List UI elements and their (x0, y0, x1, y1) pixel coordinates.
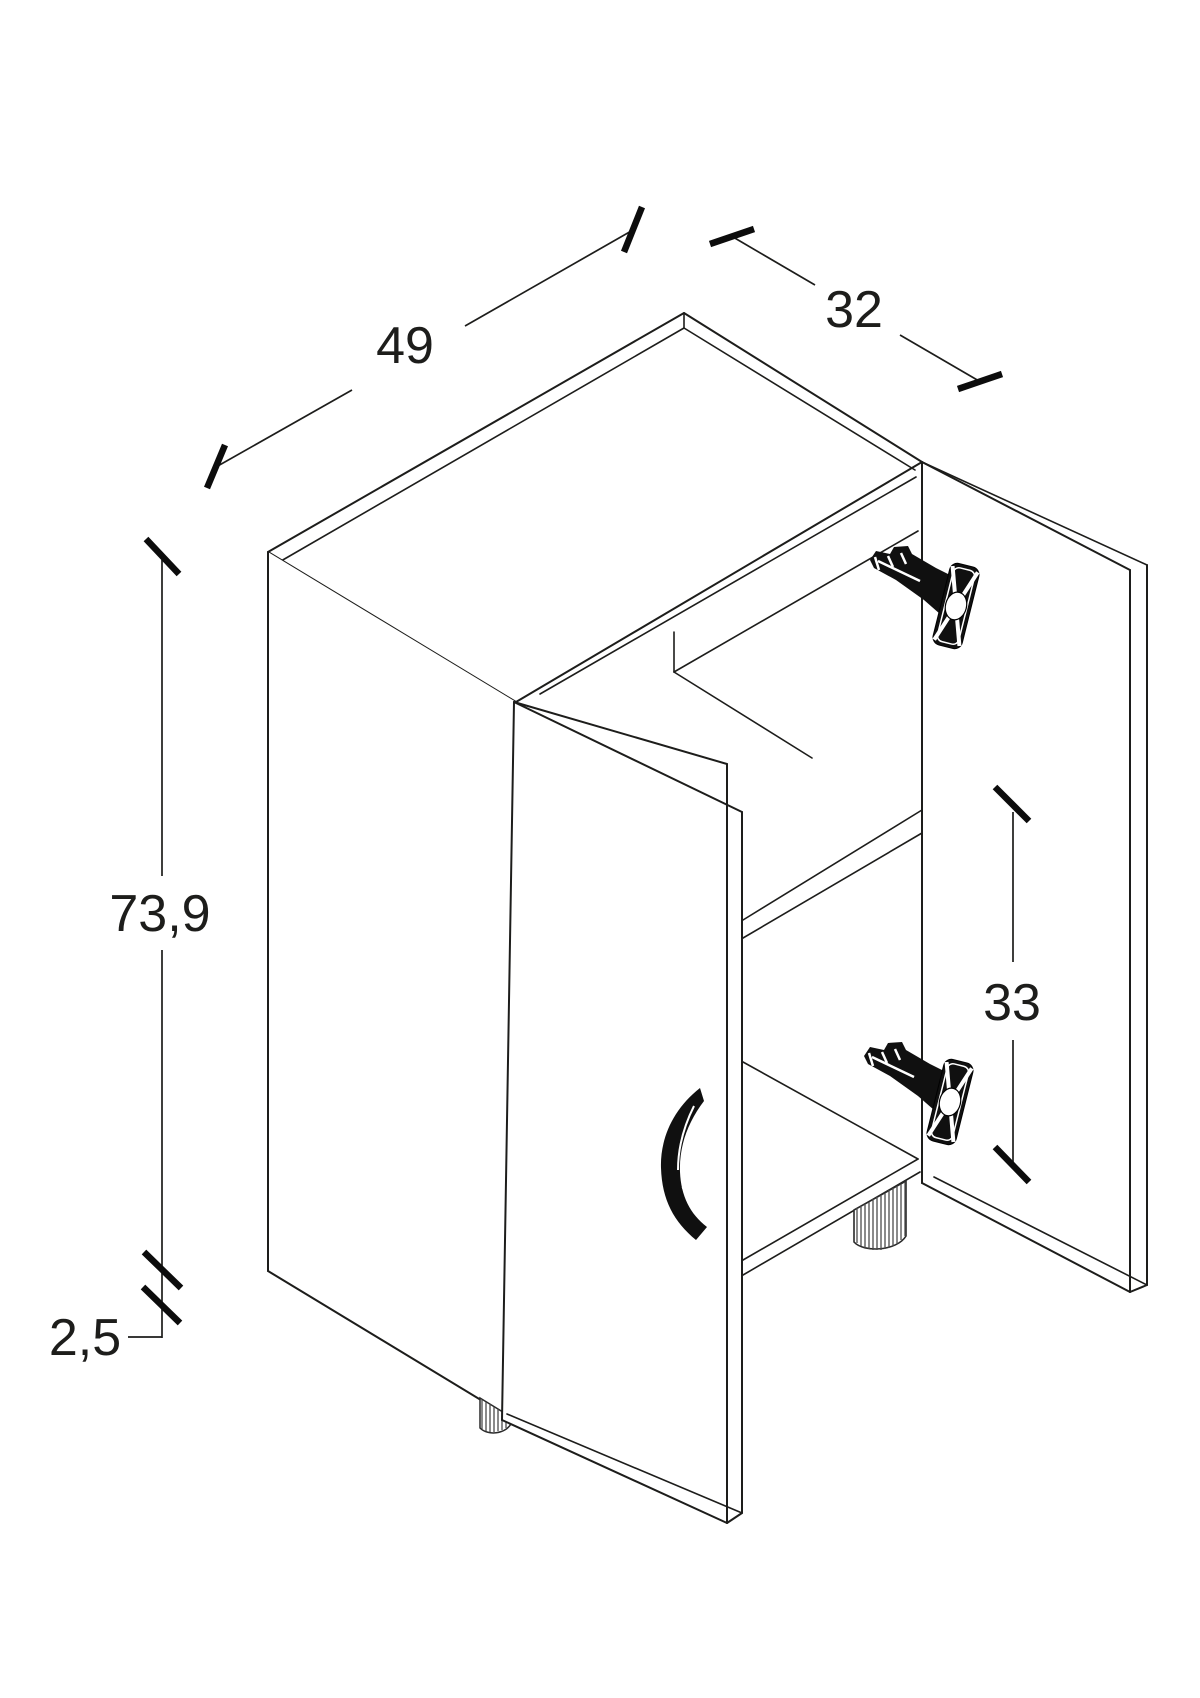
dimension-hinge-spacing-tick-bottom (992, 1144, 1032, 1185)
dimension-plinth-tick (140, 1284, 183, 1326)
dimension-height-tick-bottom (141, 1249, 184, 1291)
left-door-top-outer-edge (513, 701, 728, 765)
dimension-height-label: 73,9 (109, 885, 210, 943)
dimension-plinth-height: 2,5 (49, 1284, 183, 1367)
top-thickness-right (683, 327, 916, 471)
top-inner-front-edge (539, 476, 917, 695)
left-door-bottom-corner-edge (726, 1512, 743, 1524)
dimension-depth-tick-end (956, 370, 1004, 393)
dimension-hinge-spacing: 33 (983, 784, 1041, 1185)
top-thickness-left (280, 327, 685, 562)
door-handle (660, 1088, 707, 1240)
cabinet-drawing (267, 312, 1148, 1524)
cabinet-interior (673, 530, 923, 1276)
dimension-width-label: 49 (376, 317, 434, 375)
dimension-width-tick-start (204, 443, 228, 490)
middle-shelf-top-edge (742, 809, 923, 921)
dimension-hinge-spacing-tick-top (992, 784, 1032, 824)
top-back-right-edge (683, 312, 923, 463)
right-door-bottom-outer-edge (933, 1176, 1148, 1286)
middle-shelf-bottom-edge (742, 832, 923, 939)
bottom-panel-front-edge (742, 1158, 919, 1261)
dimension-width-tick-end (620, 205, 646, 254)
right-door-bottom-corner-edge (1129, 1284, 1148, 1293)
adjustable-foot-right (853, 1179, 907, 1250)
left-side-bottom-edge (267, 1270, 505, 1415)
left-door-hinge-edge (501, 701, 515, 1421)
dimensions: 49 32 73,9 2,5 33 (49, 205, 1041, 1367)
dimension-hinge-spacing-label: 33 (983, 974, 1041, 1032)
dimension-plinth-label: 2,5 (49, 1309, 121, 1367)
upper-shelf-side-edge (673, 671, 813, 759)
top-front-edge (515, 461, 923, 703)
dimension-depth-label: 32 (825, 281, 883, 339)
right-door-top-outer-edge (921, 461, 1148, 566)
right-door-bottom-inner-edge (921, 1182, 1131, 1293)
foot-right-thread-stripes (856, 1182, 906, 1250)
dimension-height: 73,9 (109, 536, 211, 1338)
left-side-panel (267, 551, 516, 1421)
left-door-bottom-inner-edge (506, 1413, 743, 1514)
right-side-bottom-edge (742, 1061, 919, 1160)
left-door-bottom-outer-edge (501, 1419, 728, 1524)
right-door-top-inner-edge (921, 461, 1131, 571)
dimension-width: 49 (204, 205, 646, 490)
dimension-depth: 32 (708, 225, 1004, 393)
dimension-depth-tick-start (708, 225, 756, 248)
top-back-left-edge (267, 312, 685, 553)
left-door-top-inner-edge (513, 701, 743, 813)
dimension-height-tick-top (143, 536, 182, 577)
left-door (501, 701, 743, 1524)
